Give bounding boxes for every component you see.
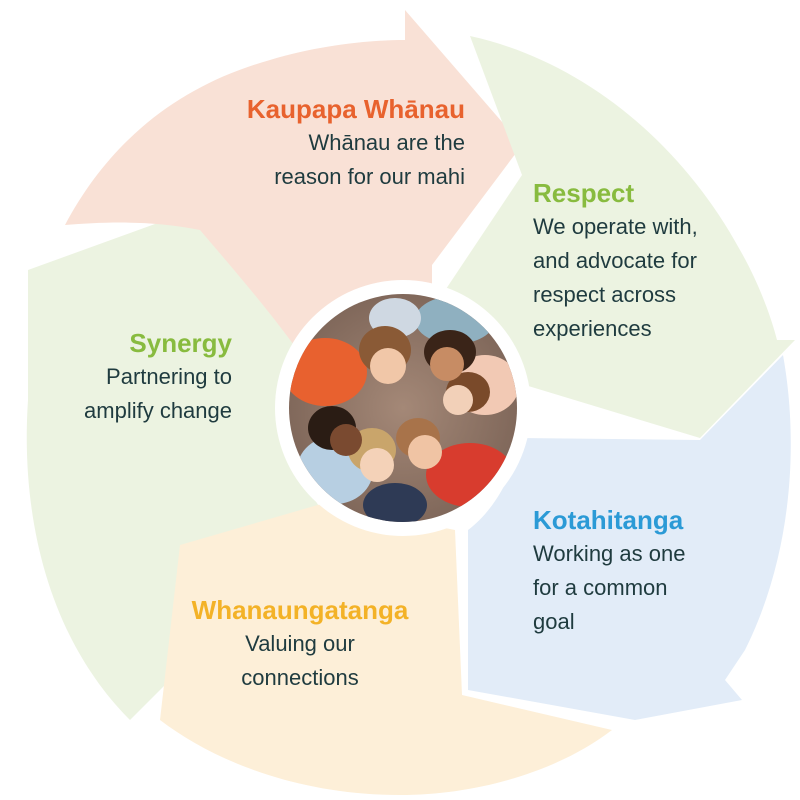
segment-kotahitanga: Kotahitanga Working as one for a common … [533,503,773,639]
children-lying-in-circle-photo [289,294,517,522]
segment-synergy: Synergy Partnering to amplify change [2,326,232,428]
segment-description-line: reason for our mahi [274,164,465,189]
segment-title: Kotahitanga [533,505,684,535]
segment-title: Whanaungatanga [191,595,409,625]
segment-description-line: amplify change [84,398,232,423]
segment-respect: Respect We operate with, and advocate fo… [533,176,773,346]
segment-description-line: for a common [533,575,668,600]
arrow-segment-kaupapa [65,10,522,348]
segment-title: Respect [533,178,635,208]
segment-whanaungatanga: Whanaungatanga Valuing our connections [140,593,460,695]
arrow-segment-respect [440,36,795,438]
segment-description-line: Valuing our [245,631,355,656]
arrow-segment-whanaungatanga [160,502,612,795]
arrow-segment-kotahitanga [468,355,791,720]
segment-description-line: and advocate for [533,248,697,273]
segment-description-line: Whānau are the [308,130,465,155]
segment-description-line: Working as one [533,541,686,566]
segment-description-line: We operate with, [533,214,698,239]
segment-description-line: goal [533,609,575,634]
segment-description-line: respect across [533,282,677,307]
segment-description-line: Partnering to [106,364,232,389]
segment-title: Kaupapa Whānau [246,94,465,124]
segment-title: Synergy [129,328,232,358]
segment-description-line: experiences [533,316,652,341]
segment-description-line: connections [241,665,359,690]
segment-kaupapa-whanau: Kaupapa Whānau Whānau are the reason for… [145,92,465,194]
